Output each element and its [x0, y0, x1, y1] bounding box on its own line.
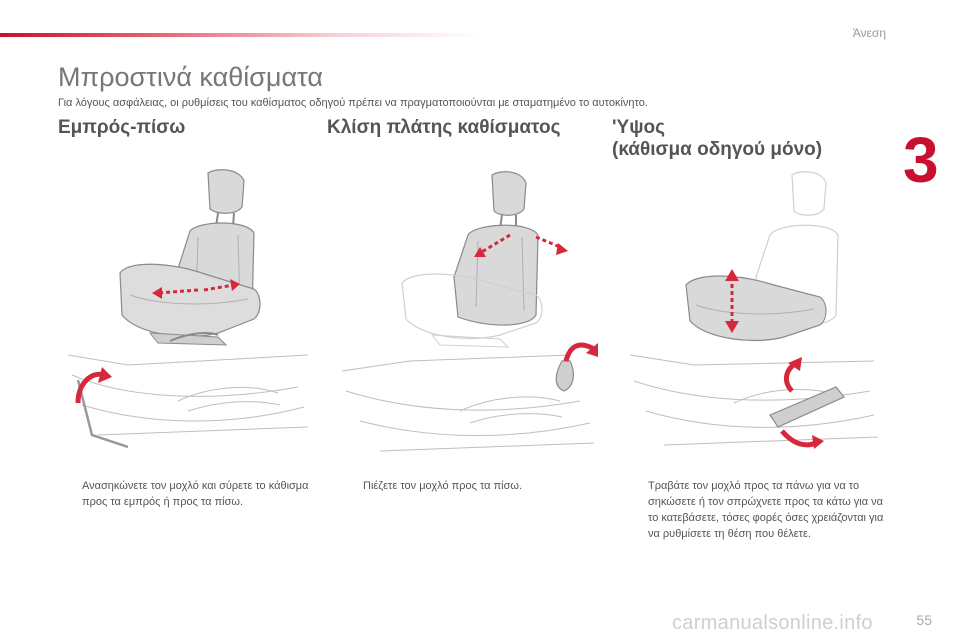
title-height-line-2: (κάθισμα οδηγού μόνο)	[612, 139, 823, 160]
height-lever	[769, 386, 845, 428]
floor-detail-drawing	[341, 354, 595, 452]
lever-lift-arrowhead	[98, 367, 112, 383]
top-accent-bar	[0, 33, 480, 37]
recline-lever-arrow	[563, 342, 596, 362]
fore-aft-arrows	[152, 279, 240, 299]
desc-height-text: Τραβάτε τον μοχλό προς τα πάνω για να το…	[648, 480, 884, 540]
title-fore-aft-line: Εμπρός-πίσω	[58, 117, 186, 138]
height-lever-up-arrowhead	[788, 357, 802, 371]
height-seat-illustration	[629, 171, 879, 449]
backrest-seat-illustration	[341, 171, 598, 452]
recline-lever	[555, 360, 574, 392]
title-height: 'Υψος (κάθισμα οδηγού μόνο)	[612, 117, 822, 161]
title-height-line-1: 'Υψος	[612, 117, 665, 138]
floor-detail-drawing	[629, 354, 879, 446]
desc-fore-aft: Ανασηκώνετε τον μοχλό και σύρετε το κάθι…	[60, 478, 315, 510]
floor-detail-drawing	[67, 354, 309, 449]
desc-height: Τραβάτε τον μοχλό προς τα πάνω για να το…	[626, 478, 896, 542]
chapter-number: 3	[903, 124, 939, 196]
recline-arrows	[474, 233, 568, 257]
title-backrest-line: Κλίση πλάτης καθίσματος	[327, 117, 561, 138]
desc-fore-aft-text: Ανασηκώνετε τον μοχλό και σύρετε το κάθι…	[82, 480, 309, 508]
page-number: 55	[916, 612, 932, 628]
height-lever-down-arrow	[780, 429, 817, 448]
seat-drawing	[685, 171, 839, 342]
seat-drawing	[401, 171, 543, 348]
desc-backrest: Πιέζετε τον μοχλό προς τα πίσω.	[341, 478, 596, 494]
desc-backrest-text: Πιέζετε τον μοχλό προς τα πίσω.	[363, 480, 523, 492]
watermark: carmanualsonline.info	[672, 612, 873, 634]
title-backrest-recline: Κλίση πλάτης καθίσματος	[327, 117, 560, 139]
section-label: Άνεση	[852, 26, 886, 40]
height-lever-down-arrowhead	[812, 435, 824, 449]
intro-text: Για λόγους ασφάλειας, οι ρυθμίσεις του κ…	[58, 97, 648, 109]
seat-drawing	[119, 169, 261, 346]
height-arrow	[725, 269, 739, 333]
title-fore-aft: Εμπρός-πίσω	[58, 117, 185, 139]
page-title: Μπροστινά καθίσματα	[58, 62, 323, 92]
fore-aft-seat-illustration	[67, 169, 309, 449]
recline-lever-arrowhead	[586, 343, 598, 357]
